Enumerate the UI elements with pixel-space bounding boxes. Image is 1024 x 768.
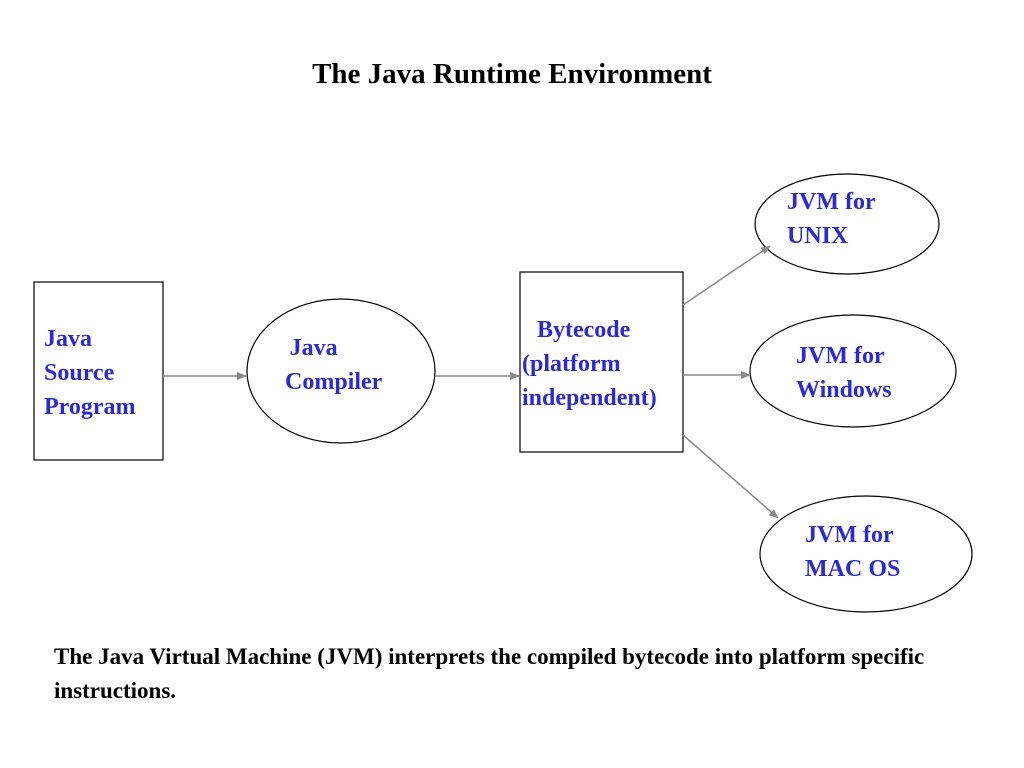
jvm-unix-line-1: JVM for <box>787 189 876 215</box>
page-title: The Java Runtime Environment <box>312 58 712 90</box>
source-program-label: Java Source Program <box>44 322 136 424</box>
jvm-mac-label: JVM for MAC OS <box>805 518 900 586</box>
jvm-windows-line-1: JVM for <box>796 343 885 369</box>
bytecode-line-3: independent) <box>522 385 657 411</box>
jvm-unix-label: JVM for UNIX <box>787 185 876 253</box>
jvm-mac-line-2: MAC OS <box>805 556 901 582</box>
jvm-windows-line-2: Windows <box>796 377 892 403</box>
jvm-unix-ellipse <box>754 173 940 275</box>
compiler-label: Java Compiler <box>285 331 382 399</box>
compiler-line-2: Compiler <box>285 369 383 395</box>
bytecode-label: Bytecode (platform independent) <box>522 313 657 415</box>
diagram-caption: The Java Virtual Machine (JVM) interpret… <box>54 644 925 703</box>
source-line-1: Java <box>44 326 92 352</box>
arrow-bytecode-to-mac <box>682 434 779 519</box>
jvm-windows-label: JVM for Windows <box>796 339 892 407</box>
compiler-ellipse <box>246 298 436 444</box>
bytecode-line-1: Bytecode <box>537 317 631 343</box>
bytecode-box <box>519 271 684 453</box>
jvm-mac-ellipse <box>759 495 973 613</box>
source-line-2: Source <box>44 360 115 386</box>
source-program-box <box>33 281 164 461</box>
jvm-unix-line-2: UNIX <box>787 223 849 249</box>
source-line-3: Program <box>44 394 136 420</box>
compiler-line-1: Java <box>289 335 338 361</box>
arrow-bytecode-to-unix <box>682 245 771 306</box>
jvm-mac-line-1: JVM for <box>805 522 894 548</box>
bytecode-line-2: (platform <box>522 351 621 377</box>
